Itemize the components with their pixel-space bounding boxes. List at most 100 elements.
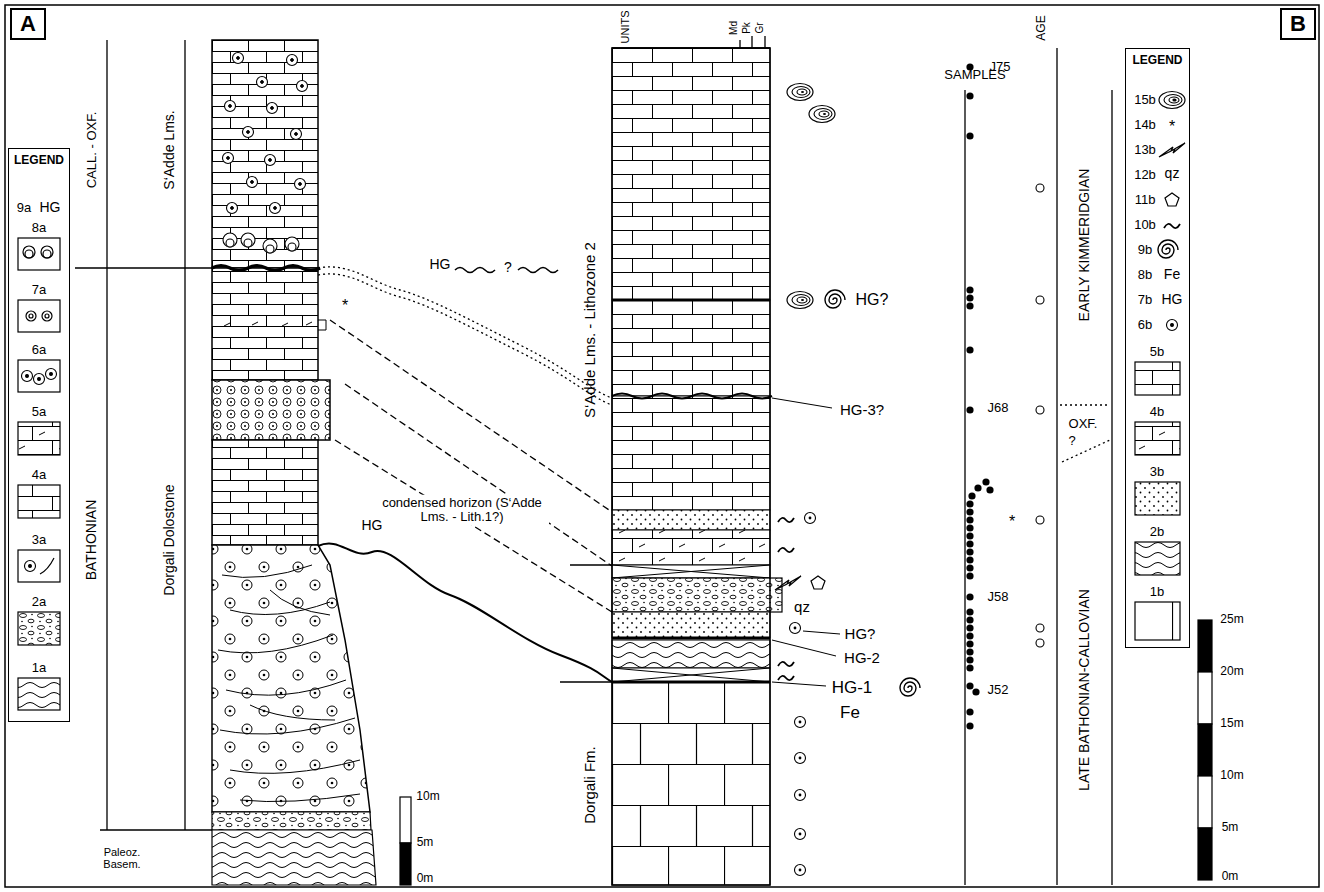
scale-label: 10m — [1220, 769, 1243, 782]
sample-column — [965, 63, 1044, 885]
panel-letter: A — [20, 12, 36, 36]
column-a-part — [287, 55, 298, 66]
legend-number: 12b — [1134, 168, 1156, 182]
column-b-part — [612, 668, 770, 682]
sample-column-part-part — [966, 656, 973, 663]
sample-column-part-part — [972, 688, 979, 695]
surface-label: HG-2 — [844, 650, 880, 667]
legend-number: 6b — [1138, 318, 1152, 332]
sample-column-part-part — [966, 664, 973, 671]
column-a-part — [295, 179, 306, 190]
age-label: EARLY KIMMERIDGIAN — [1077, 169, 1092, 322]
legend-b-samples-part — [1158, 240, 1178, 258]
fossil-symbols-part — [825, 290, 845, 308]
column-b-part — [612, 510, 770, 530]
legend-a-samples-part — [18, 238, 60, 270]
panel-letter-box: A — [10, 8, 46, 40]
legend-heading: LEGEND — [1132, 54, 1182, 67]
grain-label: Gr — [754, 22, 765, 33]
legend-number: 5b — [1150, 345, 1164, 359]
correlation-lines-part — [330, 320, 612, 512]
legend-number: 14b — [1134, 118, 1156, 132]
fossil-symbols-part — [778, 518, 794, 522]
column-b-part — [612, 300, 770, 396]
column-a-part — [212, 40, 318, 268]
sample-id: J75 — [990, 60, 1011, 74]
legend-number: 7a — [32, 283, 46, 297]
legend-a-samples-part — [23, 246, 35, 258]
fossil-symbols-part — [900, 678, 920, 696]
correlation-lines-part — [318, 267, 612, 398]
sample-id: J52 — [988, 683, 1009, 697]
column-heading: UNITS — [619, 11, 631, 44]
legend-number: 3b — [1150, 465, 1164, 479]
sample-column-part-part — [966, 302, 973, 309]
sample-column-part — [966, 63, 993, 729]
sample-id: J58 — [988, 590, 1009, 604]
sample-column-part-part — [966, 406, 973, 413]
legend-a-samples-part — [43, 250, 51, 258]
column-b-part — [612, 578, 782, 612]
column-b-part — [612, 530, 770, 565]
sample-column-part-part — [968, 492, 975, 499]
column-a-part — [212, 812, 371, 830]
column-a — [75, 40, 411, 885]
sample-column-part-part — [966, 132, 973, 139]
column-a-part — [233, 53, 244, 64]
sample-column-part-part — [966, 548, 973, 555]
column-b-part — [612, 396, 770, 510]
column-a-part — [212, 380, 330, 440]
age-column-part — [1060, 405, 1110, 462]
query-mark: ? — [504, 260, 512, 275]
legend-b-samples-part — [1165, 193, 1179, 206]
sample-column-part-part — [966, 508, 973, 515]
column-b-part — [612, 640, 770, 668]
sample-column-part — [1036, 184, 1044, 647]
legend-sample-text: qz — [1165, 166, 1180, 181]
legend-number: 8a — [32, 221, 46, 235]
surface-label: HG-1 — [832, 679, 873, 698]
column-a-part — [223, 153, 234, 164]
column-a-part — [223, 233, 299, 253]
legend-b-samples-part — [1135, 482, 1180, 515]
legend-b-samples-part — [1135, 422, 1180, 455]
scale-bar-b-part — [1198, 672, 1212, 724]
legend-a-samples-part — [18, 550, 60, 582]
legend-a-samples-part — [41, 246, 53, 258]
column-b-part — [612, 612, 770, 638]
fossil-symbols-part — [795, 753, 806, 764]
scale-label: 0m — [1222, 870, 1239, 883]
legend-number: 4a — [32, 468, 46, 482]
column-a-part — [212, 830, 376, 885]
column-a-part — [212, 545, 370, 812]
legend-a-samples-part — [46, 369, 57, 380]
legend-sample-text: HG — [1162, 292, 1183, 307]
panel-letter-box: B — [1280, 8, 1316, 40]
legend-b-samples-part — [1135, 362, 1180, 395]
sample-column-part-part — [982, 478, 989, 485]
sample-column-part-part — [966, 616, 973, 623]
sample-column-part-part — [966, 708, 973, 715]
sample-column-part-part — [966, 593, 973, 600]
legend-number: 15b — [1134, 93, 1156, 107]
fossil-symbols-part — [778, 548, 794, 552]
sample-column-part-part — [1036, 296, 1044, 304]
column-a-part — [267, 103, 278, 114]
sample-column-part-part — [1036, 639, 1044, 647]
column-a-part — [400, 797, 411, 843]
fossil-symbols-part — [795, 829, 806, 840]
sample-column-part-part — [966, 346, 973, 353]
fossil-symbols-part — [795, 865, 806, 876]
column-b-part — [612, 682, 770, 885]
legend-a-samples-part — [18, 485, 60, 518]
scale-label: 20m — [1220, 665, 1243, 678]
column-a-part — [218, 565, 360, 802]
legend-a-samples-part — [18, 612, 60, 645]
scale-label: 0m — [417, 872, 434, 885]
age-column-part — [1057, 48, 1112, 885]
sample-column-part-part — [986, 486, 993, 493]
sample-column-part-part — [966, 524, 973, 531]
column-a-part — [291, 129, 302, 140]
sample-column-part-part — [966, 540, 973, 547]
sample-column-part-part — [966, 500, 973, 507]
